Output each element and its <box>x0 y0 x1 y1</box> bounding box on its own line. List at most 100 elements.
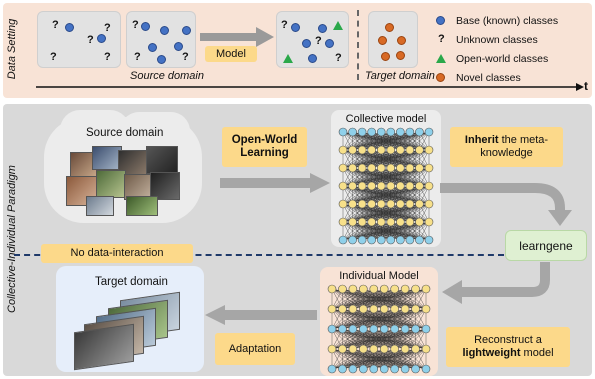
time-axis-arrow-icon <box>36 83 584 91</box>
domain-separator <box>357 10 359 80</box>
network-node <box>386 181 396 191</box>
unknown-mark: ? <box>335 52 342 64</box>
network-node <box>411 364 420 374</box>
network-edge <box>342 328 427 350</box>
novel-class-dot <box>381 52 390 61</box>
novel-class-dot <box>396 51 405 60</box>
photo-thumbnail <box>74 323 134 371</box>
unknown-mark: ? <box>104 51 111 63</box>
network-edge <box>342 221 363 241</box>
network-edge <box>390 167 430 187</box>
model-arrow-icon <box>200 27 274 47</box>
network-edge <box>394 308 427 330</box>
reconstruct-bold-text: lightweight <box>462 347 521 359</box>
adaptation-box: Adaptation <box>215 333 295 365</box>
network-node <box>338 364 347 374</box>
network-node <box>327 304 337 314</box>
network-edge <box>342 149 372 169</box>
cloud-puff <box>120 112 190 150</box>
network-node <box>348 127 357 137</box>
blue-circle-icon <box>436 16 445 25</box>
network-node <box>379 324 389 334</box>
network-node <box>348 284 358 294</box>
network-edge <box>331 328 374 350</box>
network-node <box>421 284 431 294</box>
network-node <box>367 235 376 245</box>
base-class-dot <box>141 22 150 31</box>
network-edge <box>342 308 427 330</box>
network-edge <box>331 308 416 330</box>
network-node <box>415 145 424 155</box>
network-node <box>338 217 348 227</box>
network-edge <box>331 308 364 330</box>
inherit-rest-text: the meta-knowledge <box>480 134 549 159</box>
base-class-dot <box>182 26 191 35</box>
network-edge <box>384 348 427 370</box>
network-edge <box>342 149 382 169</box>
network-node <box>327 344 337 354</box>
network-node <box>376 217 386 227</box>
network-edge <box>400 203 430 223</box>
legend-label: Novel classes <box>456 72 521 84</box>
individual-network-diagram <box>327 284 431 374</box>
unknown-mark: ? <box>182 51 189 63</box>
network-edge <box>409 203 430 223</box>
open-world-learning-box: Open-World Learning <box>222 127 307 167</box>
network-node <box>357 199 367 209</box>
individual-model-title: Individual Model <box>339 270 419 282</box>
unknown-mark: ? <box>132 19 139 31</box>
network-node <box>424 217 434 227</box>
network-node <box>400 324 410 334</box>
individual-model-card: Individual Model <box>320 267 438 376</box>
network-node <box>396 163 405 173</box>
network-node <box>369 324 379 334</box>
photo-thumbnail <box>126 196 158 216</box>
network-node <box>348 145 357 155</box>
legend-label: Unknown classes <box>456 34 538 46</box>
network-node <box>405 199 415 209</box>
base-class-dot <box>97 34 106 43</box>
paradigm-label: Collective-Individual Paradigm <box>6 165 18 313</box>
network-node <box>327 324 337 334</box>
network-node <box>357 127 367 137</box>
collective-model-title: Collective model <box>345 113 427 125</box>
network-node <box>415 235 424 245</box>
source-to-collective-arrow-icon <box>220 173 330 193</box>
photo-thumbnail <box>96 170 126 198</box>
network-node <box>379 304 389 314</box>
network-edge <box>342 221 430 241</box>
network-node <box>411 344 420 354</box>
network-node <box>348 163 357 173</box>
network-edge <box>400 167 430 187</box>
network-node <box>424 181 434 191</box>
network-node <box>424 127 434 137</box>
target-data-box <box>368 11 418 68</box>
network-edge <box>384 308 427 330</box>
base-class-dot <box>174 42 183 51</box>
network-edge <box>342 203 372 223</box>
network-edge <box>342 221 420 241</box>
network-edge <box>342 131 382 151</box>
network-edge <box>404 308 427 330</box>
network-node <box>396 217 405 227</box>
network-node <box>379 284 389 294</box>
network-node <box>348 304 358 314</box>
legend-label: Open-world classes <box>456 53 549 65</box>
network-node <box>396 145 405 155</box>
network-edge <box>342 149 363 169</box>
network-edge <box>384 328 427 350</box>
inherit-bold-text: Inherit <box>464 134 499 146</box>
unknown-mark: ? <box>50 51 57 63</box>
network-edge <box>409 185 430 205</box>
collective-model-card: Collective model <box>331 110 441 247</box>
network-node <box>338 127 348 137</box>
network-node <box>386 163 396 173</box>
network-edge <box>394 348 427 370</box>
network-node <box>348 344 358 354</box>
cloud-puff <box>60 110 130 150</box>
network-edge <box>331 288 416 310</box>
network-node <box>369 344 379 354</box>
network-node <box>376 235 386 245</box>
no-data-interaction-box: No data-interaction <box>41 244 193 263</box>
network-node <box>348 217 357 227</box>
